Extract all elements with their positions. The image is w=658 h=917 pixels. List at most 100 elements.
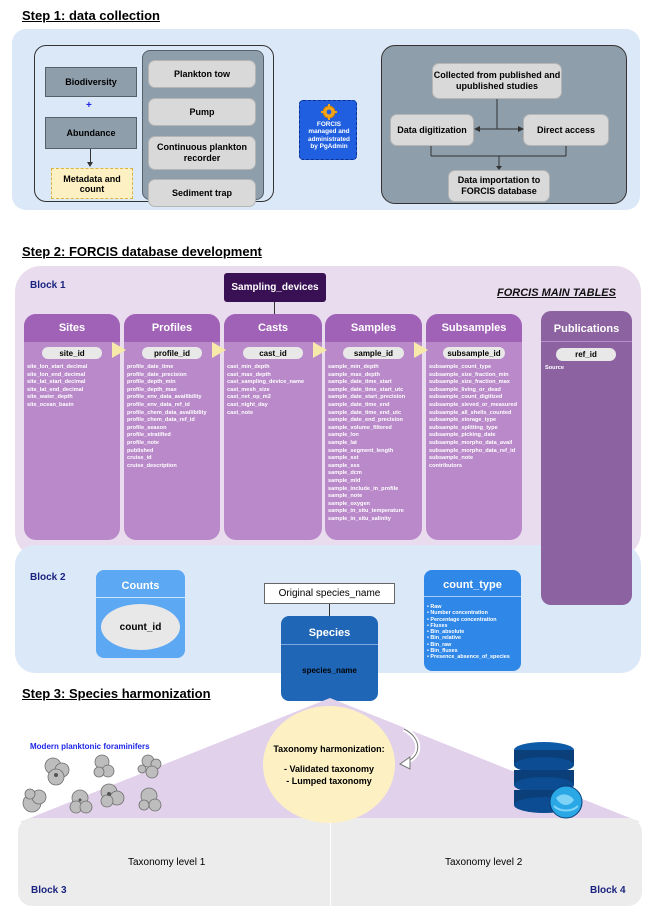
arrow-right-icon [212,342,226,358]
table-samples-title: Samples [325,314,422,342]
count-type-item: Percentage concentration [430,616,497,623]
block3-label: Block 3 [31,885,67,896]
step2-title: Step 2: FORCIS database development [22,244,262,259]
forcis-managed-label: managed and [308,128,350,136]
table-casts: Casts cast_id cast_min_depth cast_max_de… [224,314,322,540]
list-item: • Percentage concentration [427,616,497,623]
count-type-item: Bin_fluxes [430,648,458,655]
block1-label: Block 1 [30,280,66,291]
count-type-item: Bin_absolute [430,629,465,636]
field: site_lon_start_decimal [27,364,88,370]
forcis-pgadmin-label: by PgAdmin [310,142,348,150]
field: sample_date_end_precision [328,417,403,424]
field: site_lon_end_decimal [27,371,86,378]
biodiversity-box: Biodiversity [45,67,137,97]
table-species: Species species_name [281,616,378,701]
field: sample_sss [328,462,360,469]
list-item: • Bin_raw [427,641,452,648]
table-profiles-title: Profiles [124,314,220,342]
sample-id-key: sample_id [343,347,404,359]
field: profile_date_precision [127,371,187,378]
field: sample_date_time_end [328,401,390,408]
subsamples-field-list: subsample_count_type subsample_size_frac… [429,364,520,470]
subsample-id-key: subsample_id [443,347,505,359]
count-type-item: Number concentration [430,610,488,617]
table-samples: Samples sample_id sample_min_depth sampl… [325,314,422,540]
field: sample_include_in_profile [328,485,399,492]
main-tables-label: FORCIS MAIN TABLES [497,287,616,299]
field: subsample_picking_date [429,432,496,439]
species-connector [329,604,330,616]
field: sample_lat [328,439,357,446]
count-type-item: Fluxes [430,622,448,629]
field: cast_min_depth [227,364,270,370]
field: sample_volume_filtered [328,424,392,431]
field: sample_mld [328,477,361,484]
publications-divider [541,341,632,342]
field: cast_sampling_device_name [227,379,305,386]
field: profile_date_time [127,364,174,370]
field: sample_lon [328,432,359,439]
field: sample_oxygen [328,500,370,507]
field: subsample_size_fraction_max [429,379,510,386]
workflow-connectors [430,99,567,170]
block2-label: Block 2 [30,572,66,583]
validated-taxonomy: - Validated taxonomy [283,764,375,774]
metadata-count-box: Metadata and count [51,168,133,199]
count-id-key: count_id [101,604,180,650]
field: site_lat_start_decimal [27,379,86,386]
taxonomy-level2-label: Taxonomy level 2 [445,857,523,868]
curved-arrow-icon [399,726,421,770]
sampling-devices-table: Sampling_devices [224,273,326,302]
publications-field-source: Source [545,365,564,371]
forcis-label: FORCIS [316,121,342,128]
field: subsample_count_digitized [429,394,503,401]
database-icon [514,742,583,819]
table-profiles: Profiles profile_id profile_date_time pr… [124,314,220,540]
field: cast_max_depth [227,371,271,378]
list-item: • Number concentration [427,610,488,617]
field: profile_env_data_ref_id [127,401,190,408]
ref-id-key: ref_id [556,348,616,361]
field: contributors [429,462,462,469]
species-name-key: species_name [302,665,357,675]
cast-id-key: cast_id [243,347,303,359]
profiles-field-list: profile_date_time profile_date_precision… [127,364,218,470]
harmonization-title: Taxonomy harmonization: [273,744,385,754]
field: cruise_description [127,462,177,469]
original-species-box: Original species_name [264,583,395,604]
samples-field-list: sample_min_depth sample_max_depth sample… [328,364,420,523]
table-casts-title: Casts [224,314,322,342]
field: cruise_id [127,455,152,462]
table-count-type: count_type • Raw • Number concentration … [424,570,521,671]
field: profile_depth_min [127,379,176,386]
field: subsample_note [429,455,474,462]
field: cast_net_op_m2 [227,394,271,401]
field: subsample_living_or_dead [429,386,501,393]
taxonomy-level1-label: Taxonomy level 1 [128,857,206,868]
field: subsample_morpho_data_ref_id [429,447,516,454]
importation-box: Data importation to FORCIS database [448,170,550,202]
field: site_lat_end_decimal [27,386,84,393]
abundance-connector [90,149,91,163]
gear-icon [321,104,337,120]
counts-divider [96,597,185,598]
modern-foraminifers-label: Modern planktonic foraminifers [30,742,150,751]
field: sample_segment_length [328,447,394,454]
collected-box: Collected from published and upublished … [432,63,562,99]
field: sample_in_situ_temperature [328,508,404,515]
block4-label: Block 4 [590,885,626,896]
field: sample_date_time_start [328,379,392,386]
field: subsample_morpho_data_avail [429,439,513,446]
table-counts: Counts count_id [96,570,185,658]
count-type-divider [424,596,521,597]
list-item: • Raw [427,604,442,610]
field: cast_note [227,409,254,416]
digitization-box: Data digitization [390,114,474,146]
count-type-item: Bin_raw [430,641,452,648]
table-sites: Sites site_id site_lon_start_decimal sit… [24,314,120,540]
forcis-administrated-label: administrated [308,135,350,143]
list-item: • Bin_absolute [427,629,465,636]
field: sample_date_time_start_utc [328,386,404,393]
table-count-type-title: count_type [443,579,502,591]
